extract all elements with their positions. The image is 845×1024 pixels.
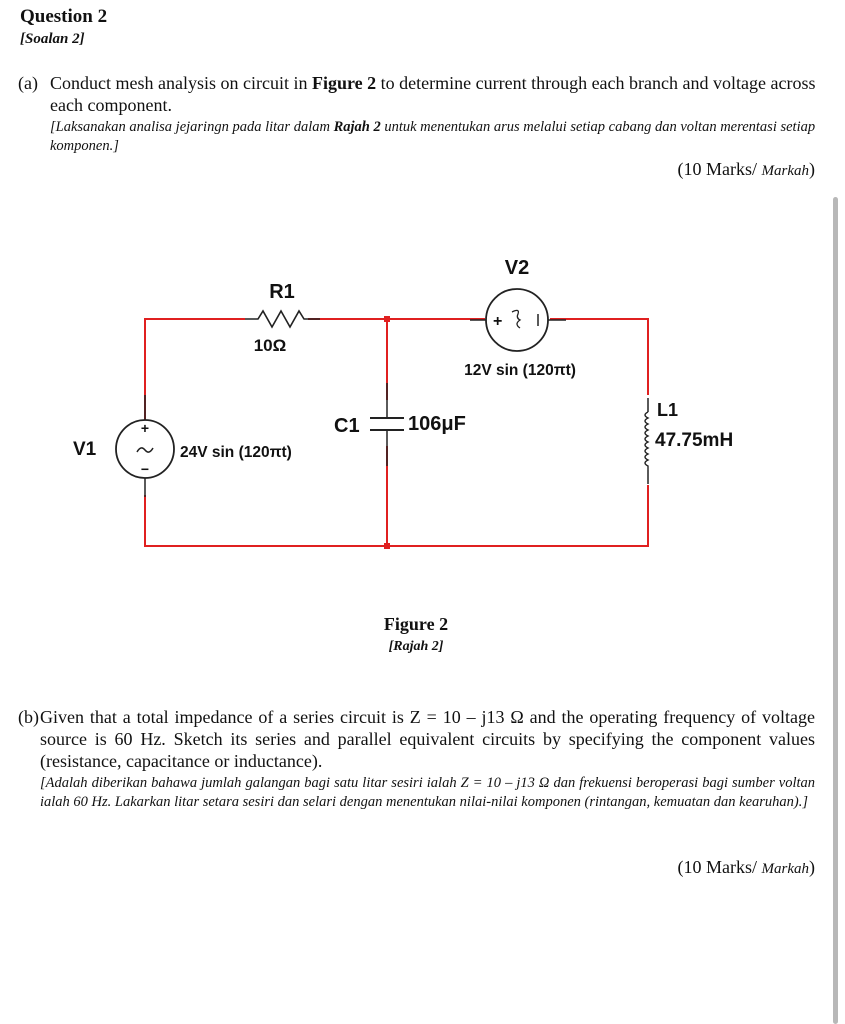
v1-name: V1: [73, 439, 97, 460]
v1-minus: −: [141, 461, 149, 477]
junction-bottom: [384, 543, 390, 549]
circuit-wires: [144, 318, 649, 547]
part-b-marks-main: (10 Marks/: [677, 857, 762, 877]
v2-name: V2: [505, 257, 529, 279]
part-b: (b) Given that a total impedance of a se…: [18, 706, 818, 846]
v1-sine-icon: [136, 447, 154, 453]
wire-v2-l1: [550, 318, 649, 395]
v2-sine-icon: [511, 309, 522, 329]
wire-bottom: [144, 485, 649, 547]
part-a-label: (a): [18, 73, 38, 93]
figure-caption-sub: [Rajah 2]: [388, 639, 444, 654]
resistor-r1-symbol: [245, 309, 320, 329]
v1-value: 24V sin (120πt): [180, 444, 292, 461]
part-b-marks-end: ): [809, 857, 815, 877]
part-b-translation: [Adalah diberikan bahawa jumlah galangan…: [40, 775, 815, 810]
part-a-text-pre: Conduct mesh analysis on circuit in: [50, 73, 312, 93]
r1-name: R1: [269, 281, 295, 303]
part-a: (a) Conduct mesh analysis on circuit in …: [18, 72, 818, 154]
part-a-translation-post: untuk menentukan arus melalui setiap cab…: [50, 119, 816, 154]
v2-value: 12V sin (120πt): [464, 362, 576, 379]
l1-name: L1: [657, 400, 678, 420]
r1-value: 10Ω: [254, 336, 287, 355]
junction-top: [384, 316, 390, 322]
part-a-marks: (10 Marks/ Markah): [678, 159, 816, 180]
part-b-marks-italic: Markah: [761, 861, 810, 877]
inductor-l1-symbol: [644, 411, 650, 470]
c1-value: 106μF: [408, 413, 466, 435]
part-a-marks-end: ): [809, 159, 815, 179]
part-a-text: Conduct mesh analysis on circuit in Figu…: [50, 72, 820, 156]
part-b-text: Given that a total impedance of a series…: [40, 706, 815, 812]
part-a-translation-pre: [Laksanakan analisa jejaringn pada litar…: [50, 119, 334, 135]
part-b-text-main: Given that a total impedance of a series…: [40, 707, 815, 771]
capacitor-c1-symbol: [370, 417, 404, 431]
question-title: Question 2: [20, 6, 108, 27]
c1-name: C1: [334, 415, 360, 437]
part-a-marks-main: (10 Marks/: [677, 159, 762, 179]
part-a-marks-italic: Markah: [761, 163, 810, 179]
l1-value: 47.75mH: [655, 430, 733, 451]
part-a-text-post: to determine current through each branch…: [50, 73, 816, 115]
part-a-translation: [Laksanakan analisa jejaringn pada litar…: [50, 118, 820, 156]
vertical-scrollbar[interactable]: [833, 197, 838, 1024]
part-a-figure-ref: Figure 2: [311, 73, 377, 93]
figure-caption: Figure 2: [383, 614, 449, 634]
question-subtitle: [Soalan 2]: [20, 31, 85, 47]
part-a-translation-ref: Rajah 2: [333, 119, 381, 135]
part-b-label: (b): [18, 707, 39, 727]
circuit-diagram: R1 10Ω + V2 12V sin (120πt) C1 106μF L1 …: [73, 257, 733, 549]
v1-plus: +: [141, 420, 149, 436]
v2-plus: +: [493, 313, 502, 330]
part-b-marks: (10 Marks/ Markah): [678, 857, 816, 878]
